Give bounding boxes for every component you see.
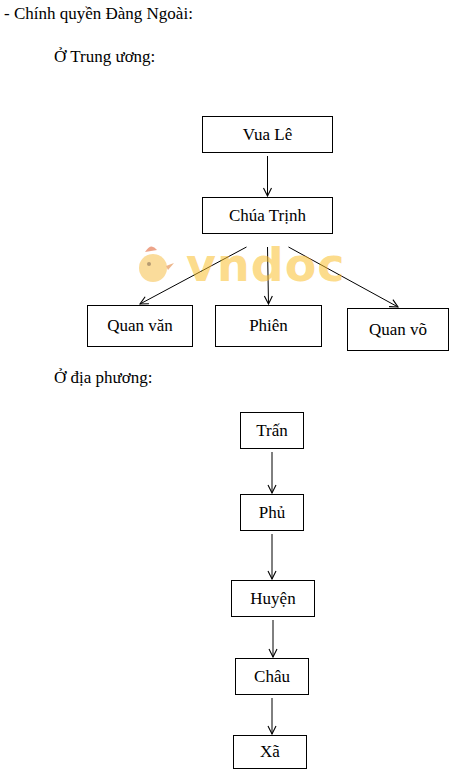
arrow-connector (267, 156, 268, 196)
arrow-connector (272, 534, 273, 579)
watermark: vndoc (186, 238, 346, 292)
arrow-connector (272, 698, 273, 734)
org-box: Phủ (240, 494, 304, 531)
box-label: Vua Lê (237, 125, 298, 145)
subheading: Ở Trung ương: (54, 47, 155, 67)
org-box: Vua Lê (202, 116, 333, 153)
box-label: Trấn (250, 421, 294, 441)
arrow-connector (273, 620, 274, 657)
org-box: Quan văn (87, 305, 193, 347)
box-label: Phiên (243, 316, 294, 336)
org-box: Quan võ (347, 308, 449, 351)
section-heading: - Chính quyền Đàng Ngoài: (4, 4, 193, 24)
org-box: Châu (235, 658, 309, 695)
org-box: Huyện (231, 580, 315, 617)
box-label: Huyện (244, 589, 301, 609)
org-box: Phiên (215, 305, 322, 347)
box-label: Châu (248, 667, 296, 687)
subheading: Ở địa phương: (54, 368, 152, 388)
box-label: Chúa Trịnh (223, 206, 312, 226)
box-label: Phủ (253, 503, 291, 523)
org-box: Xã (233, 735, 307, 769)
arrow-connector (272, 452, 273, 493)
box-label: Quan võ (363, 320, 433, 340)
mascot-icon (139, 246, 174, 282)
box-label: Xã (254, 742, 286, 762)
org-box: Trấn (240, 412, 304, 449)
box-label: Quan văn (101, 316, 179, 336)
org-box: Chúa Trịnh (202, 197, 333, 234)
